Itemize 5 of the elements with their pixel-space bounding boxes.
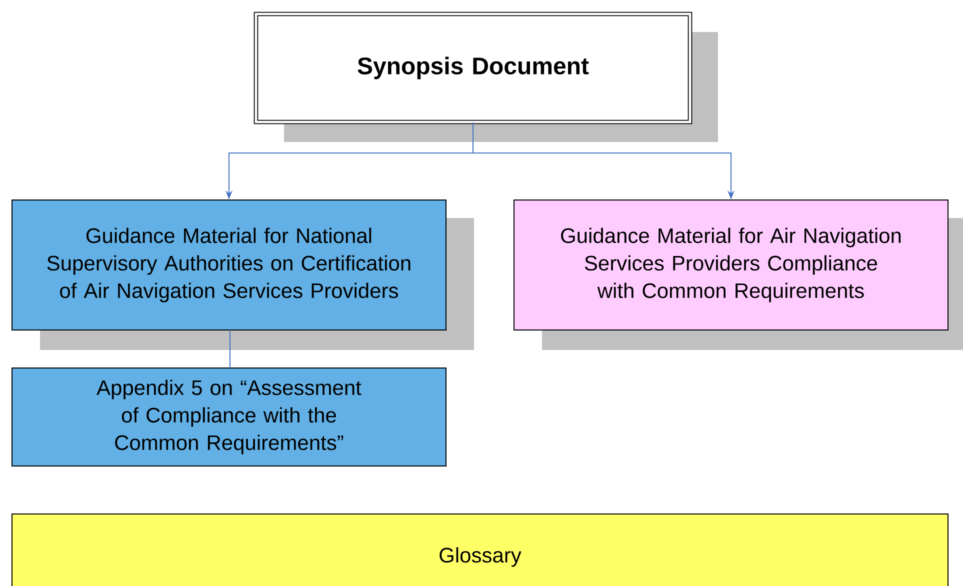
title-box: Synopsis Document	[254, 12, 692, 124]
glossary-band: Glossary	[12, 514, 948, 586]
process-box: Appendix 5 on “Assessment of Compliance with the Common Requirements”	[12, 368, 446, 466]
process-box: Guidance Material for National Supervisory Authorities on Certification of Air Navigation Services Providers	[12, 200, 446, 330]
process-box: Guidance Material for Air Navigation Services Providers Compliance with Common Requirements	[514, 200, 948, 330]
